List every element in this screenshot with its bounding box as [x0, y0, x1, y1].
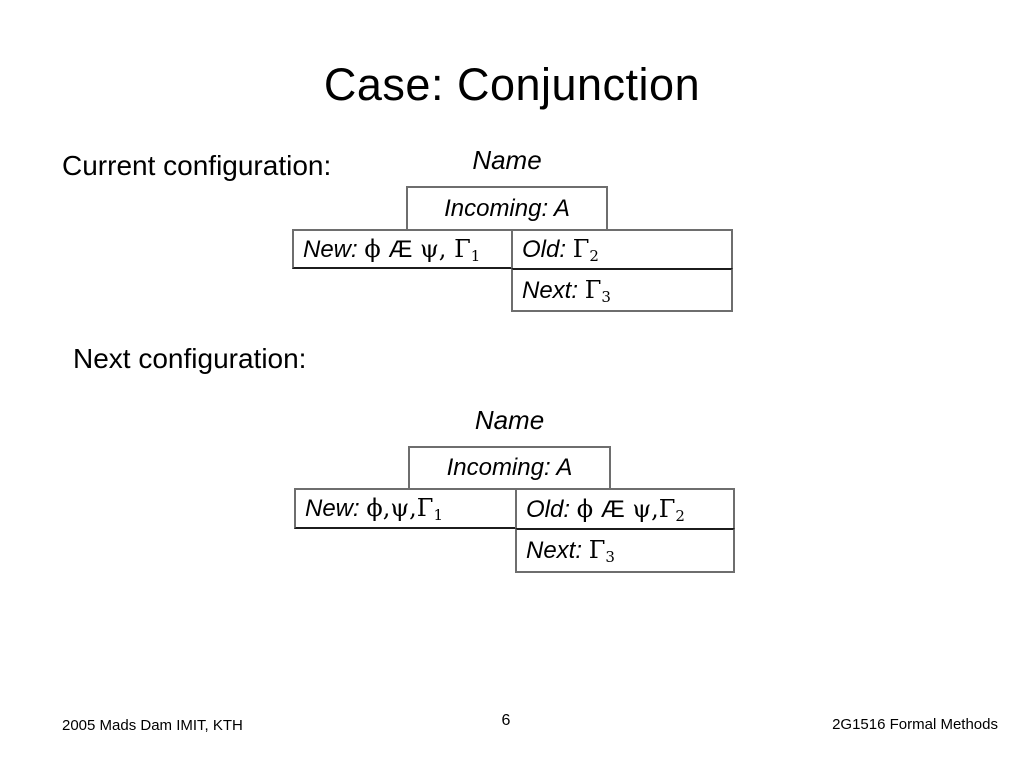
- next-configuration-label: Next configuration:: [73, 343, 307, 374]
- current-configuration-label: Current configuration:: [62, 150, 332, 181]
- footer-author: 2005 Mads Dam IMIT, KTH: [62, 717, 243, 734]
- next-formulas-text: Next: Γ3: [522, 275, 611, 306]
- node-name-label: Name: [474, 405, 545, 435]
- node-name-label: Name: [472, 145, 542, 175]
- incoming-box: Incoming: A: [408, 446, 611, 490]
- old-formulas-text: Old: Γ2: [522, 235, 599, 266]
- old-formulas-text: Old: ϕ Æ ψ,Γ2: [526, 494, 685, 525]
- page-number: 6: [501, 712, 511, 729]
- next-formulas-text: Next: Γ3: [526, 536, 615, 567]
- old-formulas-box: Old: ϕ Æ ψ,Γ2: [515, 488, 735, 530]
- new-formulas-text: New: ϕ Æ ψ, Γ1: [303, 234, 481, 265]
- old-formulas-box: Old: Γ2: [511, 229, 733, 270]
- slide-title: Case: Conjunction: [323, 59, 701, 110]
- incoming-label: Incoming: A: [444, 194, 570, 222]
- incoming-label: Incoming: A: [446, 454, 573, 481]
- next-formulas-box: Next: Γ3: [511, 268, 733, 312]
- new-formulas-text: New: ϕ,ψ,Γ1: [305, 494, 443, 525]
- next-formulas-box: Next: Γ3: [515, 528, 735, 573]
- incoming-box: Incoming: A: [406, 186, 608, 231]
- footer-course: 2G1516 Formal Methods: [832, 716, 998, 733]
- new-formulas-box: New: ϕ Æ ψ, Γ1: [292, 229, 513, 269]
- new-formulas-box: New: ϕ,ψ,Γ1: [294, 488, 517, 529]
